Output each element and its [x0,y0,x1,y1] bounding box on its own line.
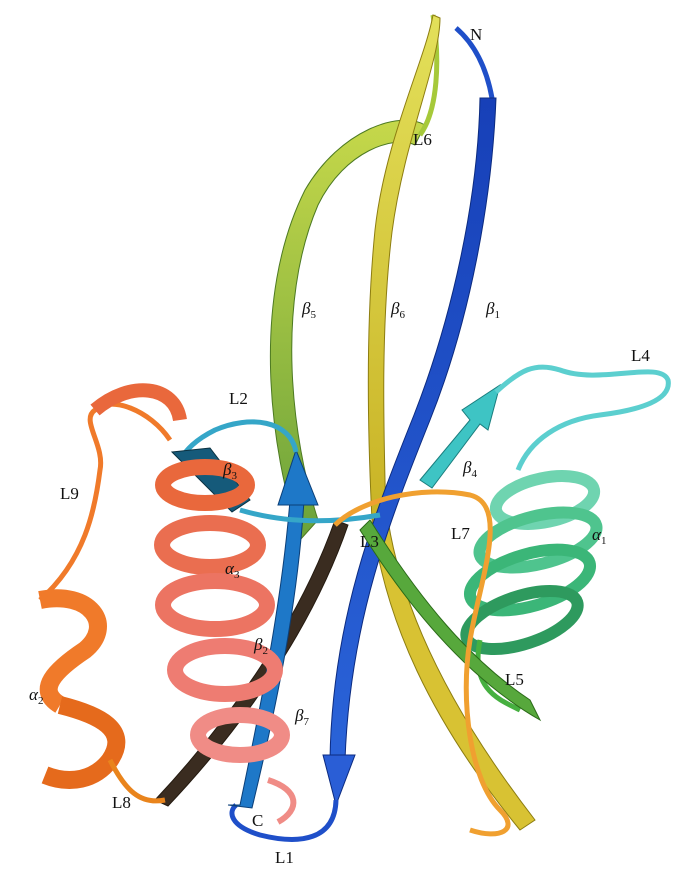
label-L2: L2 [229,390,248,407]
beta1-arrowhead [323,755,355,805]
label-beta3: β3 [223,461,237,482]
alpha3-helix [162,467,282,755]
label-L7: L7 [451,525,470,542]
label-beta5: β5 [302,300,316,321]
label-L1: L1 [275,849,294,866]
label-L8: L8 [112,794,131,811]
label-beta6: β6 [391,300,405,321]
label-alpha3: α3 [225,560,239,581]
alpha1-exit-strand [360,520,540,720]
label-C: C [252,812,263,829]
label-alpha2: α2 [29,686,43,707]
label-beta7: β7 [295,707,309,728]
label-beta1: β1 [486,300,500,321]
label-L3: L3 [360,533,379,550]
label-L4: L4 [631,347,650,364]
loop-L4 [496,367,668,470]
label-N: N [470,26,482,43]
label-beta4: β4 [463,459,477,480]
label-L5: L5 [505,671,524,688]
alpha3-top-turn [95,390,180,420]
loop-C-terminus [268,780,293,822]
alpha1-helix [459,468,602,661]
label-alpha1: α1 [592,526,606,547]
label-beta2: β2 [254,636,268,657]
label-L6: L6 [413,131,432,148]
alpha2-helix [40,598,116,780]
label-L9: L9 [60,485,79,502]
